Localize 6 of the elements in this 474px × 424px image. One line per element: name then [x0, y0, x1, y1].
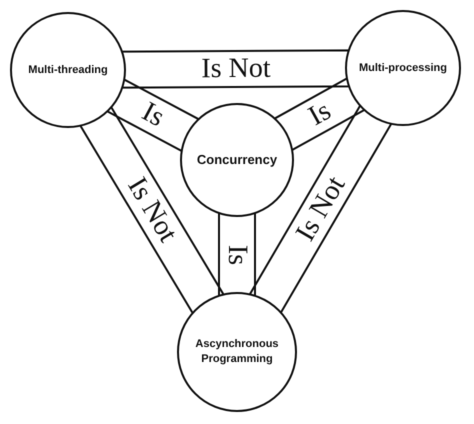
node-label: Multi-threading — [28, 62, 108, 78]
node-label: Multi-processing — [358, 60, 447, 76]
band-connector — [78, 106, 226, 315]
node-label: Concurrency — [196, 151, 278, 169]
band-connector — [120, 49, 350, 89]
node-label: Ascynchronous Programming — [194, 337, 280, 367]
